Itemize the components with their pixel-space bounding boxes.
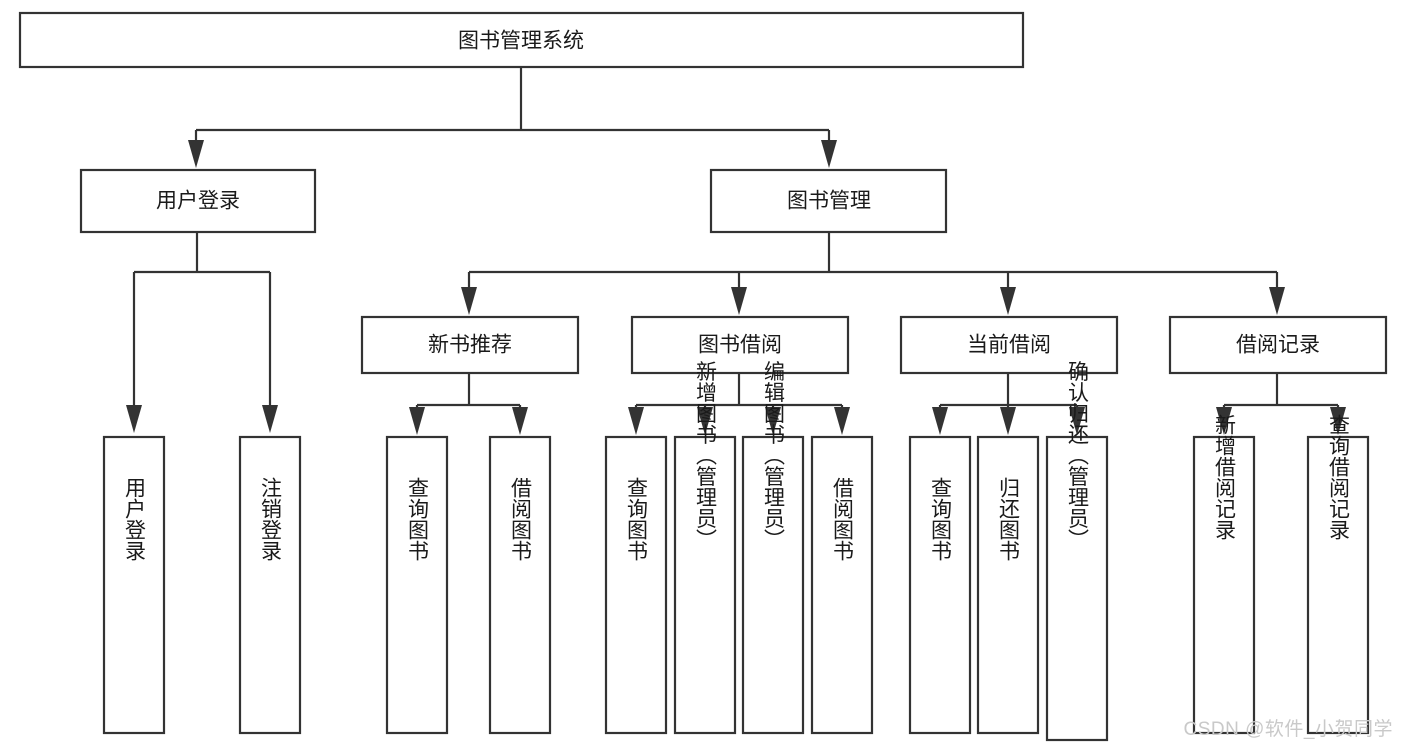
leaf-book-borrow-2[interactable]: 新增图书（管理员） (673, 361, 737, 735)
leaf-borrow-record-1-label: 新增借阅记录 (1213, 414, 1237, 540)
arrow-head-user-login-leaf2 (262, 405, 278, 433)
leaf-current-borrow-2-box[interactable] (976, 435, 1040, 735)
node-borrow-record-box[interactable] (1168, 315, 1388, 375)
leaf-new-book-rec-2-label: 借阅图书 (509, 477, 533, 561)
arrow-head-new-book-rec-l1 (409, 407, 425, 435)
arrow-head-user-login (188, 140, 204, 168)
leaf-user-login-1-box[interactable] (102, 435, 166, 735)
node-book-manage-box[interactable] (709, 168, 948, 234)
leaf-book-borrow-1[interactable]: 查询图书 (604, 435, 668, 735)
leaf-current-borrow-1[interactable]: 查询图书 (908, 435, 972, 735)
leaf-current-borrow-2[interactable]: 归还图书 (976, 435, 1040, 735)
leaf-current-borrow-3-box[interactable] (1045, 435, 1109, 742)
node-current-borrow-box[interactable] (899, 315, 1119, 375)
leaf-book-borrow-4-label: 借阅图书 (831, 477, 855, 561)
leaf-current-borrow-1-label: 查询图书 (929, 477, 953, 561)
leaf-user-login-1[interactable]: 用户登录 (102, 435, 166, 735)
arrow-head-current-borrow (1000, 287, 1016, 315)
node-book-borrow[interactable]: 图书借阅 (630, 315, 850, 375)
leaf-book-borrow-3-label: 编辑图书（管理员） (762, 361, 786, 550)
arrow-head-current-borrow-l3 (1069, 407, 1085, 435)
node-book-borrow-label: 图书借阅 (698, 334, 782, 357)
leaf-current-borrow-3[interactable]: 确认归还（管理员） (1045, 361, 1109, 742)
leaf-borrow-record-2[interactable]: 查询借阅记录 (1306, 414, 1370, 735)
node-current-borrow-label: 当前借阅 (967, 334, 1051, 357)
leaf-borrow-record-1-box[interactable] (1192, 435, 1256, 735)
node-user-login[interactable]: 用户登录 (79, 168, 317, 234)
leaf-book-borrow-1-box[interactable] (604, 435, 668, 735)
arrow-head-book-borrow-l1 (628, 407, 644, 435)
node-root[interactable]: 图书管理系统 (18, 11, 1025, 69)
leaf-borrow-record-2-box[interactable] (1306, 435, 1370, 735)
node-new-book-rec-label: 新书推荐 (428, 334, 512, 357)
arrow-head-book-borrow-l3 (765, 407, 781, 435)
leaf-user-login-2-label: 注销登录 (259, 477, 283, 561)
arrow-head-borrow-record-l2 (1330, 407, 1346, 435)
leaf-user-login-1-label: 用户登录 (123, 477, 147, 561)
node-book-manage[interactable]: 图书管理 (709, 168, 948, 234)
arrow-head-new-book-rec (461, 287, 477, 315)
leaf-book-borrow-4-box[interactable] (810, 435, 874, 735)
leaf-borrow-record-2-label: 查询借阅记录 (1327, 414, 1351, 540)
arrow-head-book-borrow (731, 287, 747, 315)
leaf-current-borrow-3-label: 确认归还（管理员） (1066, 361, 1090, 550)
leaf-book-borrow-2-label: 新增图书（管理员） (694, 361, 718, 550)
node-current-borrow[interactable]: 当前借阅 (899, 315, 1119, 375)
arrow-head-book-borrow-l4 (834, 407, 850, 435)
leaf-user-login-2-box[interactable] (238, 435, 302, 735)
leaf-book-borrow-3-box[interactable] (741, 435, 805, 735)
leaf-book-borrow-2-box[interactable] (673, 435, 737, 735)
leaf-current-borrow-2-label: 归还图书 (997, 477, 1021, 561)
connector-layer (126, 67, 1346, 435)
leaf-book-borrow-4[interactable]: 借阅图书 (810, 435, 874, 735)
node-borrow-record-label: 借阅记录 (1236, 334, 1320, 357)
leaf-new-book-rec-2[interactable]: 借阅图书 (488, 435, 552, 735)
node-new-book-rec-box[interactable] (360, 315, 580, 375)
node-user-login-label: 用户登录 (156, 190, 240, 213)
leaf-new-book-rec-2-box[interactable] (488, 435, 552, 735)
node-root-label: 图书管理系统 (458, 30, 584, 53)
arrow-head-user-login-leaf1 (126, 405, 142, 433)
arrow-head-current-borrow-l2 (1000, 407, 1016, 435)
node-book-borrow-box[interactable] (630, 315, 850, 375)
node-book-manage-label: 图书管理 (787, 190, 871, 213)
leaf-book-borrow-1-label: 查询图书 (625, 477, 649, 561)
leaf-current-borrow-1-box[interactable] (908, 435, 972, 735)
arrow-head-borrow-record-l1 (1216, 407, 1232, 435)
node-root-box[interactable] (18, 11, 1025, 69)
node-new-book-rec[interactable]: 新书推荐 (360, 315, 580, 375)
leaf-book-borrow-3[interactable]: 编辑图书（管理员） (741, 361, 805, 735)
arrow-head-book-manage (821, 140, 837, 168)
leaf-new-book-rec-1[interactable]: 查询图书 (385, 435, 449, 735)
leaf-new-book-rec-1-box[interactable] (385, 435, 449, 735)
leaf-user-login-2[interactable]: 注销登录 (238, 435, 302, 735)
arrow-head-new-book-rec-l2 (512, 407, 528, 435)
node-borrow-record[interactable]: 借阅记录 (1168, 315, 1388, 375)
arrow-head-book-borrow-l2 (697, 407, 713, 435)
arrow-head-current-borrow-l1 (932, 407, 948, 435)
leaf-new-book-rec-1-label: 查询图书 (406, 477, 430, 561)
node-user-login-box[interactable] (79, 168, 317, 234)
leaf-borrow-record-1[interactable]: 新增借阅记录 (1192, 414, 1256, 735)
arrow-head-borrow-record (1269, 287, 1285, 315)
